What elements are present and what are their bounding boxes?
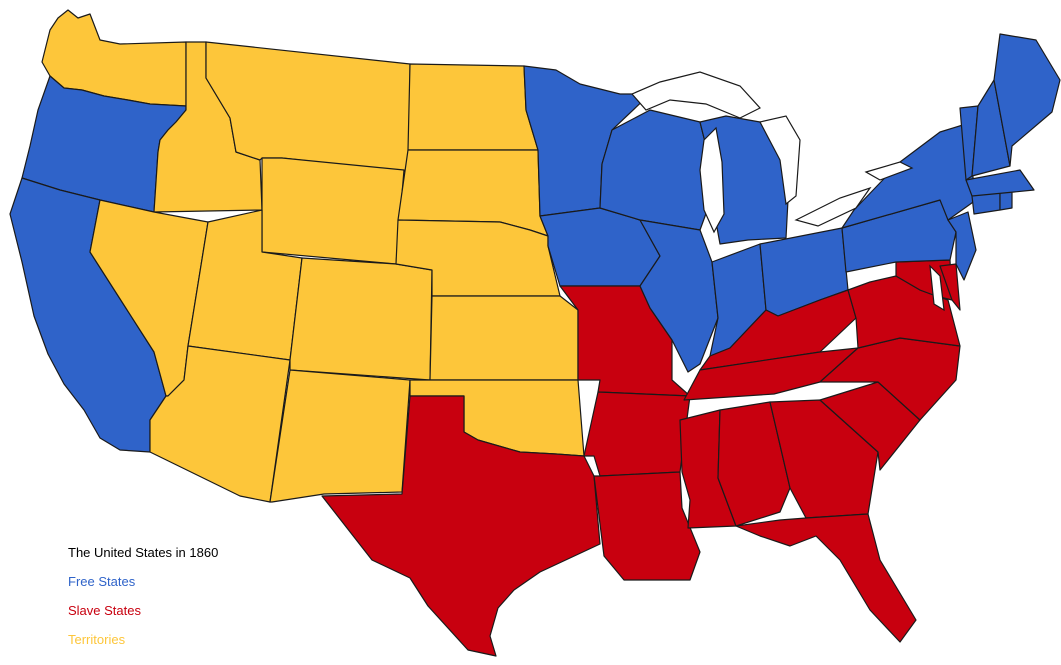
state-nd — [407, 63, 539, 151]
state-ks — [429, 295, 579, 381]
state-wi — [599, 109, 717, 231]
chesapeake-bay — [929, 264, 945, 312]
state-ar — [583, 391, 691, 477]
state-nj — [947, 211, 977, 281]
legend-title: The United States in 1860 — [68, 545, 219, 560]
state-fl — [735, 513, 917, 643]
legend-territories: Territories — [68, 632, 126, 647]
state-mt — [205, 41, 411, 173]
state-nm — [269, 369, 411, 503]
state-ma — [965, 169, 1035, 197]
state-co — [289, 257, 433, 381]
lake-michigan — [699, 126, 725, 234]
state-de — [939, 263, 961, 311]
lake-superior — [631, 71, 761, 119]
state-me — [993, 33, 1061, 167]
legend-slave-states: Slave States — [68, 603, 141, 618]
state-la — [593, 471, 701, 581]
state-tx — [321, 395, 601, 657]
water-layer — [631, 71, 945, 312]
state-ne — [395, 219, 561, 297]
legend-free-states: Free States — [68, 574, 136, 589]
lake-huron — [759, 115, 801, 206]
state-il — [639, 219, 719, 373]
state-wy — [261, 157, 405, 265]
state-az — [149, 345, 291, 503]
state-sc — [819, 381, 921, 471]
state-va — [847, 275, 961, 349]
lake-ontario — [864, 161, 914, 181]
map-legend: The United States in 1860 Free States Sl… — [68, 538, 218, 654]
lake-erie — [794, 186, 872, 227]
states-layer — [9, 9, 1061, 657]
